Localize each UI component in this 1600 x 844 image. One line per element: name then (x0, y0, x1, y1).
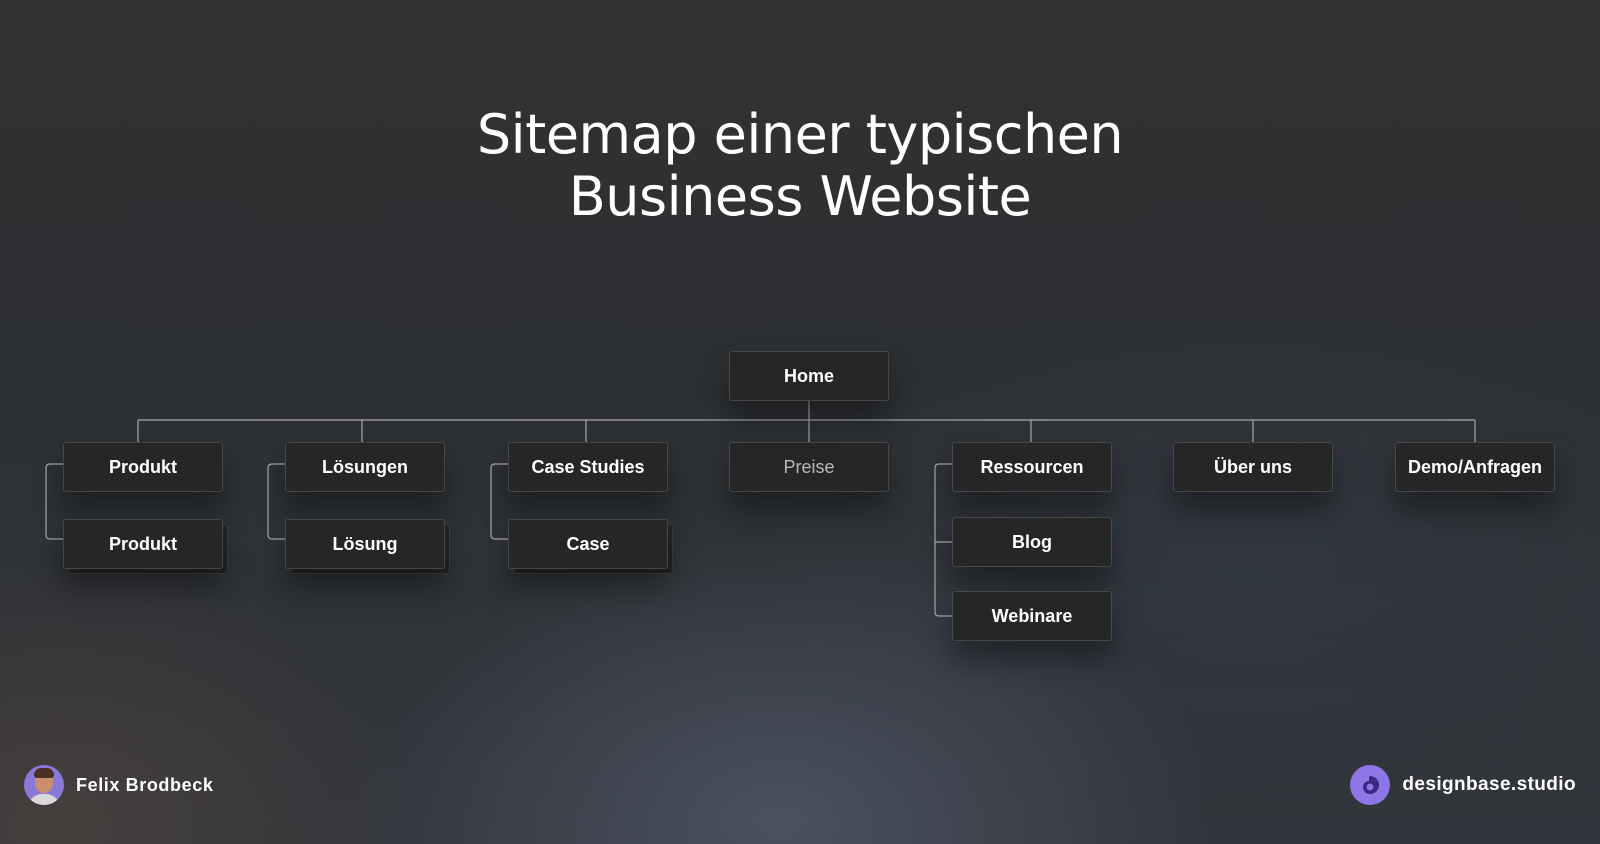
node-home: Home (729, 351, 889, 401)
connector-ressourcen-children (934, 463, 952, 617)
author-name: Felix Brodbeck (76, 774, 214, 795)
node-produkt-child: Produkt (63, 519, 223, 569)
author-credit: Felix Brodbeck (24, 765, 213, 805)
node-produkt: Produkt (63, 442, 223, 492)
node-loesung-child: Lösung (285, 519, 445, 569)
connector-loesungen-child (267, 463, 285, 540)
node-case-studies: Case Studies (508, 442, 668, 492)
title-line-2: Business Website (568, 165, 1032, 228)
node-case-child: Case (508, 519, 668, 569)
connector-produkt-child (45, 463, 63, 540)
node-ressourcen: Ressourcen (952, 442, 1112, 492)
node-preise: Preise (729, 442, 889, 492)
node-demo-anfragen: Demo/Anfragen (1395, 442, 1555, 492)
designbase-logo-icon (1350, 765, 1391, 805)
node-blog: Blog (952, 517, 1112, 567)
connector-case-child (490, 463, 508, 540)
title-line-1: Sitemap einer typischen (476, 103, 1124, 166)
avatar (24, 765, 64, 805)
brand-credit: designbase.studio (1350, 765, 1576, 805)
node-loesungen: Lösungen (285, 442, 445, 492)
node-ueber-uns: Über uns (1173, 442, 1333, 492)
page-title: Sitemap einer typischen Business Website (0, 104, 1600, 228)
brand-name: designbase.studio (1402, 774, 1576, 795)
node-webinare: Webinare (952, 591, 1112, 641)
